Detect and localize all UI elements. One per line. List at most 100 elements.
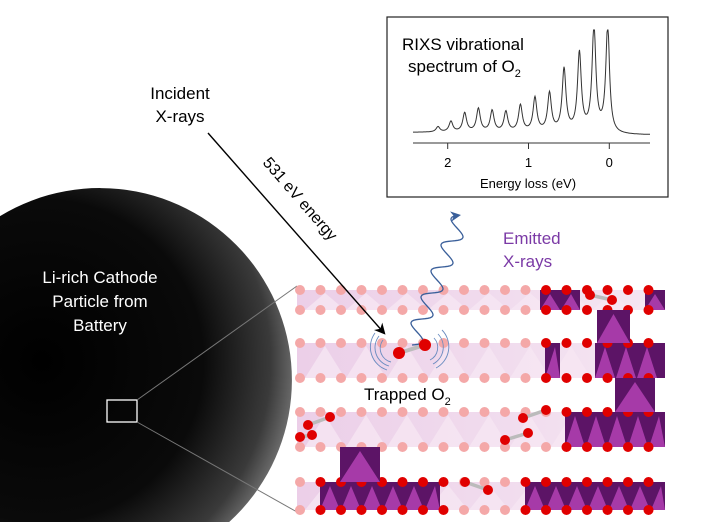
oxygen-atom [438, 285, 449, 295]
particle-label-2: Particle from [52, 292, 147, 311]
oxygen-atom [315, 477, 326, 487]
oxygen-atom [500, 305, 510, 315]
oxygen-atom [643, 477, 654, 487]
octahedron-face [597, 314, 630, 343]
oxygen-atom [500, 435, 510, 445]
octahedron-light [510, 346, 550, 378]
oxygen-atom [541, 305, 551, 315]
octahedron-face [586, 416, 606, 447]
oxygen-atom [438, 305, 449, 315]
oxygen-atom [356, 505, 367, 515]
oxygen-atom [520, 338, 531, 348]
oxygen-atom [377, 505, 387, 515]
oxygen-atom [295, 305, 305, 315]
octahedron-face [615, 382, 655, 412]
oxygen-atom [295, 407, 305, 417]
x-tick-label: 0 [606, 155, 613, 170]
octahedron-light [346, 415, 386, 447]
oxygen-atom [336, 338, 346, 348]
oxygen-atom [459, 442, 469, 452]
oxygen-atom [438, 373, 449, 383]
oxygen-atom [377, 305, 387, 315]
oxygen-atom [518, 413, 528, 423]
x-axis-label: Energy loss (eV) [480, 176, 576, 191]
octahedron-face [651, 486, 665, 510]
octahedron-light [387, 346, 427, 378]
spectrum-title-1: RIXS vibrational [402, 35, 524, 54]
oxygen-atom [479, 407, 490, 417]
oxygen-atom [500, 477, 510, 487]
oxygen-atom [325, 412, 335, 422]
oxygen-atom [585, 290, 595, 300]
octahedron-light [305, 346, 345, 378]
octahedron-face [341, 486, 361, 510]
zoom-line-bottom [136, 421, 298, 513]
oxygen-atom [397, 338, 408, 348]
incident-arrow [207, 132, 386, 335]
oxygen-atom [500, 285, 510, 295]
oxygen-atom [459, 373, 469, 383]
oxygen-atom [561, 338, 572, 348]
oxygen-atom [295, 373, 305, 383]
octahedron-face [630, 486, 650, 510]
octahedron-light [469, 346, 509, 378]
oxygen-atom [438, 505, 449, 515]
oxygen-atom [459, 407, 469, 417]
oxygen-atom [438, 442, 449, 452]
oxygen-atom [460, 477, 470, 487]
oxygen-atom [315, 442, 326, 452]
oxygen-atom [607, 295, 617, 305]
oxygen-atom [336, 285, 346, 295]
oxygen-atom [356, 338, 367, 348]
oxygen-atom [541, 338, 551, 348]
particle-label-1: Li-rich Cathode [42, 268, 157, 287]
oxygen-atom [315, 285, 326, 295]
incident-label-2: X-rays [155, 107, 204, 126]
octahedron-face [637, 347, 657, 378]
oxygen-atom [377, 373, 387, 383]
spectrum-inset [386, 16, 669, 198]
oxygen-atom [356, 285, 367, 295]
energy-label: 531 eV energy [259, 154, 340, 244]
oxygen-atom [582, 477, 592, 487]
x-tick-label: 2 [444, 155, 451, 170]
vibration-arcs [369, 329, 450, 371]
octahedron-light [428, 293, 468, 310]
oxygen-atom [643, 338, 654, 348]
oxygen-atom [307, 430, 317, 440]
octahedron-face [628, 416, 648, 447]
oxygen-atom [438, 477, 449, 487]
oxygen-atom [541, 505, 551, 515]
oxygen-atom [459, 285, 469, 295]
oxygen-atom [479, 285, 490, 295]
octahedron-face [595, 347, 615, 378]
oxygen-atom [479, 338, 490, 348]
oxygen-atom [479, 505, 490, 515]
octahedron-light [346, 346, 386, 378]
oxygen-atom [397, 285, 408, 295]
oxygen-atom [643, 305, 654, 315]
octahedron-face [425, 486, 440, 510]
oxygen-atom [643, 505, 654, 515]
oxygen-atom [623, 505, 633, 515]
oxygen-atom [295, 432, 305, 442]
oxygen-atom [315, 305, 326, 315]
octahedron-light [346, 293, 386, 310]
oxygen-atom [479, 442, 490, 452]
oxygen-atom [438, 407, 449, 417]
oxygen-atom [602, 373, 613, 383]
oxygen-atom [295, 477, 305, 487]
zoom-line-top [136, 285, 298, 401]
oxygen-atom [336, 407, 346, 417]
oxygen-atom [500, 373, 510, 383]
oxygen-atom [582, 407, 592, 417]
oxygen-atom [418, 442, 428, 452]
oxygen-atom [397, 407, 408, 417]
oxygen-atom [582, 505, 592, 515]
oxygen-atom [315, 407, 326, 417]
octahedron-face [545, 347, 560, 378]
emitted-wave-arrow [410, 211, 464, 346]
oxygen-atom [459, 305, 469, 315]
octahedron-light [551, 346, 591, 378]
